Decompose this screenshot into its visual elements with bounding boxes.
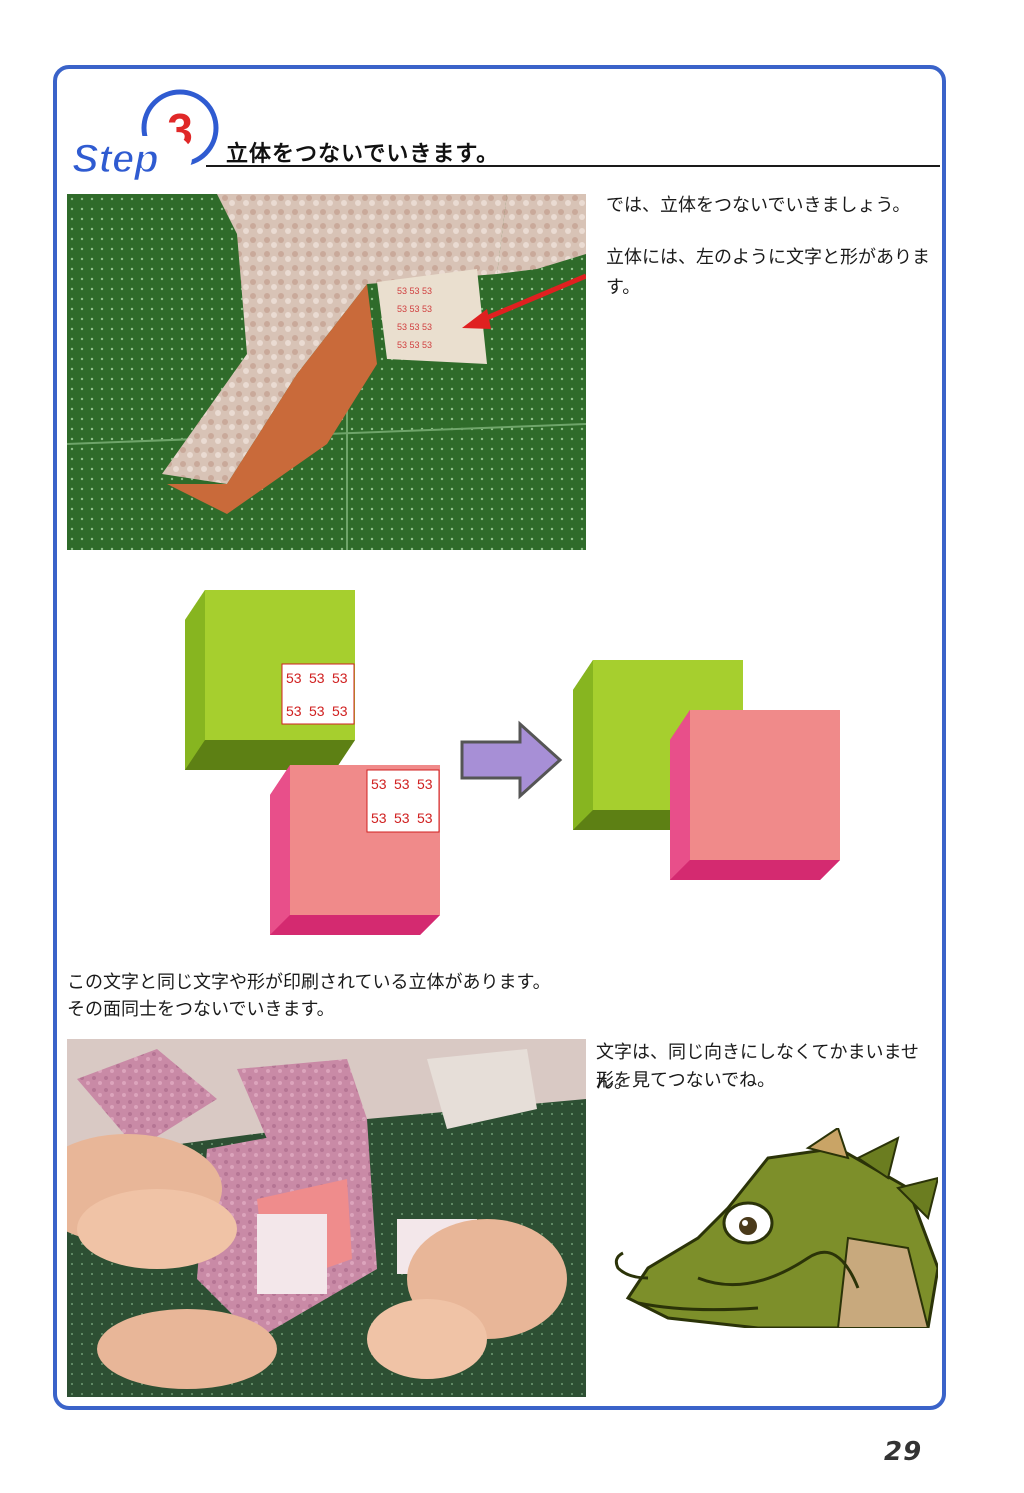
photo-labeled-face: 53 53 53 53 53 53 53 53 53 53 53 53 xyxy=(67,194,586,550)
photo-joining-pieces xyxy=(67,1039,586,1397)
step-title: 立体をつないでいきます。 xyxy=(226,142,500,167)
svg-text:53 53 53: 53 53 53 xyxy=(397,322,432,332)
step-word: Step xyxy=(72,137,159,181)
svg-text:53: 53 xyxy=(371,810,387,826)
svg-text:53: 53 xyxy=(417,776,433,792)
right-arrow-icon xyxy=(460,720,563,800)
joined-pink-cube xyxy=(670,710,840,880)
paragraph-intro: では、立体をつないでいきましょう。 xyxy=(606,195,911,216)
svg-text:53 53 53: 53 53 53 xyxy=(397,340,432,350)
svg-text:53: 53 xyxy=(394,776,410,792)
paragraph-tip-2: 形を見てつないでね。 xyxy=(596,1070,776,1091)
paragraph-match-1: この文字と同じ文字や形が印刷されている立体があります。 xyxy=(67,972,551,993)
label-cell: 53 xyxy=(332,703,348,719)
paragraph-marks: 立体には、左のように文字と形があります。 xyxy=(606,247,930,298)
svg-text:53 53 53: 53 53 53 xyxy=(397,304,432,314)
svg-text:53 53 53: 53 53 53 xyxy=(397,286,432,296)
label-cell: 53 xyxy=(286,703,302,719)
paragraph-tip-1: 文字は、同じ向きにしなくてかまいません。 xyxy=(596,1042,919,1093)
joining-diagram: 53 53 53 53 53 53 53 53 53 53 53 53 xyxy=(185,590,840,935)
label-cell: 53 xyxy=(332,670,348,686)
label-cell: 53 xyxy=(309,670,325,686)
paragraph-match-2: その面同士をつないでいきます。 xyxy=(67,999,335,1020)
dragon-mascot xyxy=(608,1128,938,1328)
svg-text:53: 53 xyxy=(371,776,387,792)
step-badge: 3 Step xyxy=(68,89,219,182)
svg-text:53: 53 xyxy=(417,810,433,826)
label-cell: 53 xyxy=(286,670,302,686)
page-number: 29 xyxy=(884,1437,923,1467)
title-divider xyxy=(206,165,940,167)
svg-text:53: 53 xyxy=(394,810,410,826)
label-cell: 53 xyxy=(309,703,325,719)
